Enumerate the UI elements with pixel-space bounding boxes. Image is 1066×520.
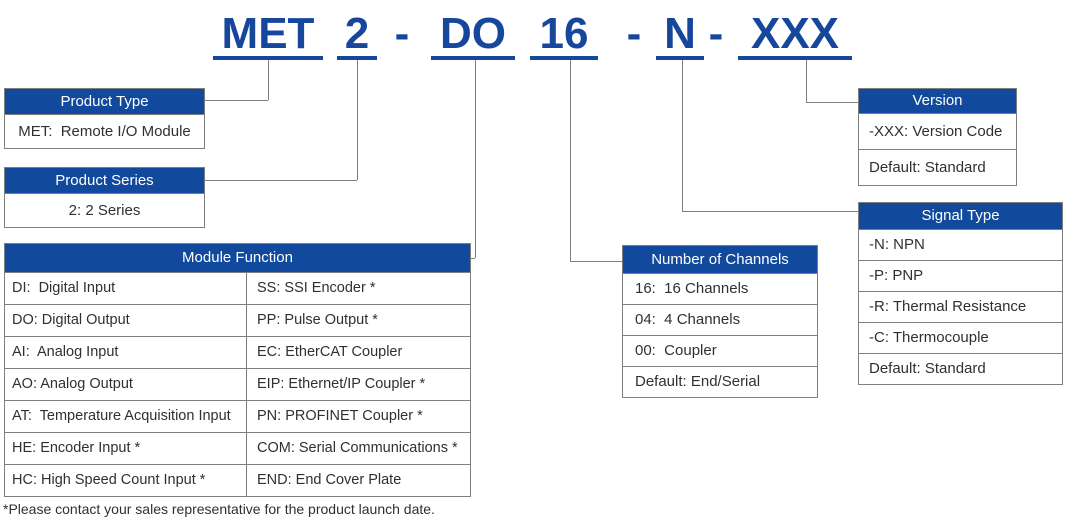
table-row: 2: 2 Series: [5, 193, 204, 227]
connector-channels: [570, 60, 571, 261]
table-header: Version: [859, 89, 1016, 113]
table-cell: HC: High Speed Count Input *: [5, 465, 247, 496]
table-row: Default: End/Serial: [623, 366, 817, 397]
table-product-type: Product Type MET: Remote I/O Module: [4, 88, 205, 149]
table-cell: HE: Encoder Input *: [5, 433, 247, 464]
table-header: Product Series: [5, 168, 204, 193]
connector-channels: [570, 261, 622, 262]
table-cell: AI: Analog Input: [5, 337, 247, 368]
connector-version: [806, 102, 858, 103]
table-row: -N: NPN: [859, 229, 1062, 260]
title-segment-signal: N: [656, 12, 704, 60]
table-cell: EIP: Ethernet/IP Coupler *: [257, 376, 426, 392]
connector-product-type: [268, 60, 269, 100]
connector-product-type: [204, 100, 268, 101]
title-segment-series: 2: [337, 12, 377, 60]
title-segment-function: DO: [431, 12, 515, 60]
connector-signal-type: [682, 211, 858, 212]
table-row: -P: PNP: [859, 260, 1062, 291]
table-row: HE: Encoder Input * COM: Serial Communic…: [5, 432, 470, 464]
table-cell: AO: Analog Output: [5, 369, 247, 400]
table-row: -XXX: Version Code: [859, 113, 1016, 149]
table-row: DO: Digital Output PP: Pulse Output *: [5, 304, 470, 336]
table-row: HC: High Speed Count Input * END: End Co…: [5, 464, 470, 496]
table-row: 00: Coupler: [623, 335, 817, 366]
table-header: Signal Type: [859, 203, 1062, 229]
table-row: 16: 16 Channels: [623, 273, 817, 304]
table-product-series: Product Series 2: 2 Series: [4, 167, 205, 228]
title-segment-met: MET: [213, 12, 323, 60]
title-separator-dash: -: [626, 9, 642, 58]
table-row: 04: 4 Channels: [623, 304, 817, 335]
table-header: Number of Channels: [623, 246, 817, 273]
table-row: Default: Standard: [859, 353, 1062, 384]
connector-product-series: [204, 180, 357, 181]
table-cell: AT: Temperature Acquisition Input: [5, 401, 247, 432]
table-cell: END: End Cover Plate: [257, 472, 402, 488]
title-segment-version: XXX: [738, 12, 852, 60]
table-row: -C: Thermocouple: [859, 322, 1062, 353]
table-version: Version -XXX: Version Code Default: Stan…: [858, 88, 1017, 186]
table-row: Default: Standard: [859, 149, 1016, 185]
connector-module-function: [475, 60, 476, 258]
connector-module-function: [470, 258, 475, 259]
connector-product-series: [357, 60, 358, 180]
table-cell: EC: EtherCAT Coupler: [257, 344, 403, 360]
table-row: AI: Analog Input EC: EtherCAT Coupler: [5, 336, 470, 368]
table-header: Module Function: [5, 244, 470, 272]
connector-signal-type: [682, 60, 683, 211]
table-cell: PP: Pulse Output *: [257, 312, 378, 328]
table-header: Product Type: [5, 89, 204, 114]
table-number-of-channels: Number of Channels 16: 16 Channels 04: 4…: [622, 245, 818, 398]
table-module-function: Module Function DI: Digital Input SS: SS…: [4, 243, 471, 497]
table-cell: DO: Digital Output: [5, 305, 247, 336]
table-cell: DI: Digital Input: [5, 273, 247, 304]
table-cell: COM: Serial Communications *: [257, 440, 458, 456]
title-separator-dash: -: [708, 9, 724, 58]
table-row: MET: Remote I/O Module: [5, 114, 204, 148]
title-separator-dash: -: [394, 9, 410, 58]
table-row: AT: Temperature Acquisition Input PN: PR…: [5, 400, 470, 432]
table-cell: SS: SSI Encoder *: [257, 280, 376, 296]
table-row: DI: Digital Input SS: SSI Encoder *: [5, 272, 470, 304]
title-segment-channels: 16: [530, 12, 598, 60]
table-cell: PN: PROFINET Coupler *: [257, 408, 423, 424]
table-row: AO: Analog Output EIP: Ethernet/IP Coupl…: [5, 368, 470, 400]
footnote: *Please contact your sales representativ…: [3, 501, 435, 517]
table-row: -R: Thermal Resistance: [859, 291, 1062, 322]
table-signal-type: Signal Type -N: NPN -P: PNP -R: Thermal …: [858, 202, 1063, 385]
connector-version: [806, 60, 807, 102]
